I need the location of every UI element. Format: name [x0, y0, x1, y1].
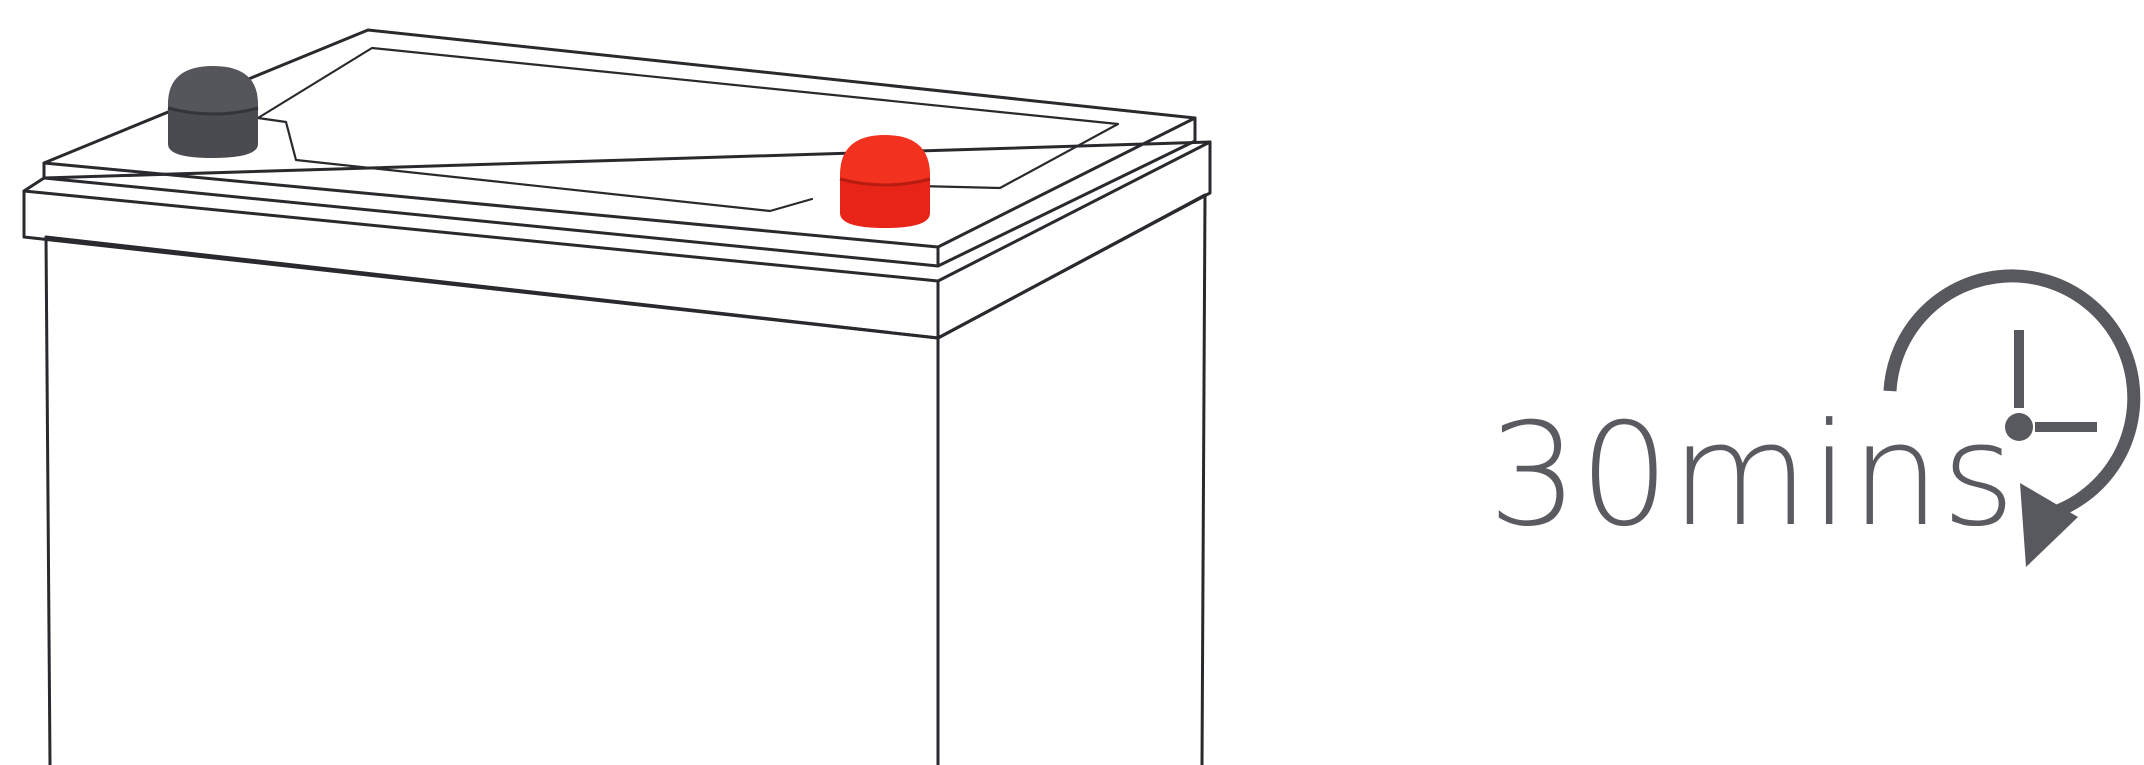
- battery-body-side: [936, 193, 1207, 765]
- battery-top-cover: [42, 28, 1197, 268]
- battery-rim-side: [936, 140, 1212, 340]
- battery-inner-panel: [256, 46, 1120, 213]
- clockwise-timer-icon: [1883, 269, 2141, 567]
- negative-terminal: [167, 66, 259, 158]
- battery-rim-front: [22, 189, 940, 340]
- duration-label: 30mins: [1488, 393, 2017, 558]
- car-battery-icon: [22, 28, 1212, 765]
- positive-terminal: [839, 135, 931, 228]
- battery-body-front: [44, 235, 940, 765]
